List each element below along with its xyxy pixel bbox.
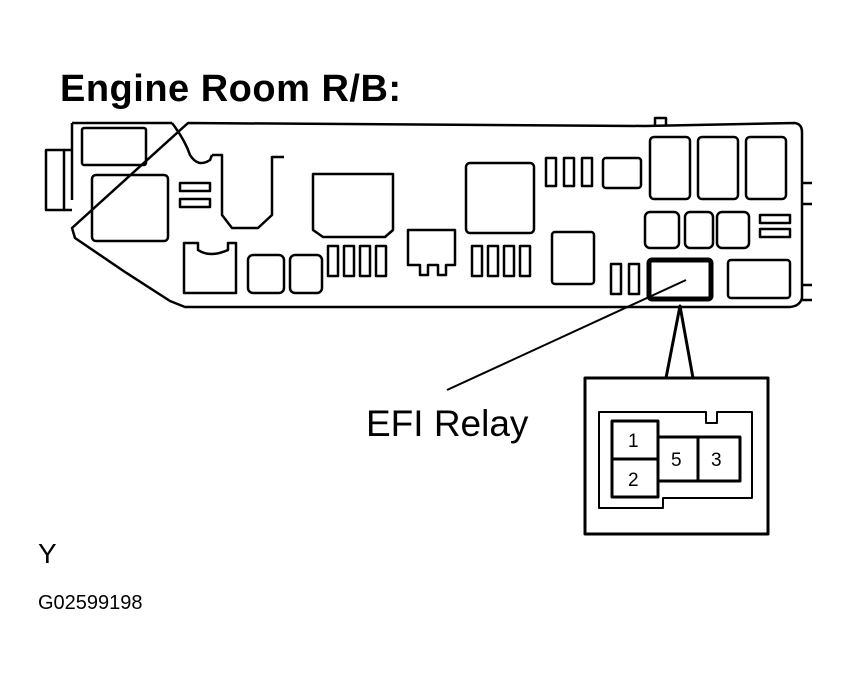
efi-relay-label: EFI Relay	[366, 403, 529, 444]
efi-relay-leader-line	[446, 279, 687, 391]
terminal-2-label: 2	[628, 470, 639, 491]
connector-housing	[598, 411, 753, 509]
relay-block-outline	[44, 116, 812, 309]
diagram-title: Engine Room R/B:	[60, 68, 402, 110]
terminal-3-label: 3	[711, 450, 722, 471]
terminal-3	[696, 435, 742, 483]
terminal-1-label: 1	[628, 431, 639, 452]
relay-terminals	[610, 419, 742, 499]
left-components	[80, 122, 324, 295]
center-components	[311, 156, 643, 286]
connector-inset	[583, 376, 770, 536]
inset-pointer	[664, 304, 695, 379]
terminal-5-label: 5	[671, 450, 682, 471]
efi-relay-highlight	[646, 257, 714, 302]
figure-code: G02599198	[38, 592, 143, 614]
right-components	[609, 135, 792, 300]
corner-mark: Y	[38, 538, 57, 569]
